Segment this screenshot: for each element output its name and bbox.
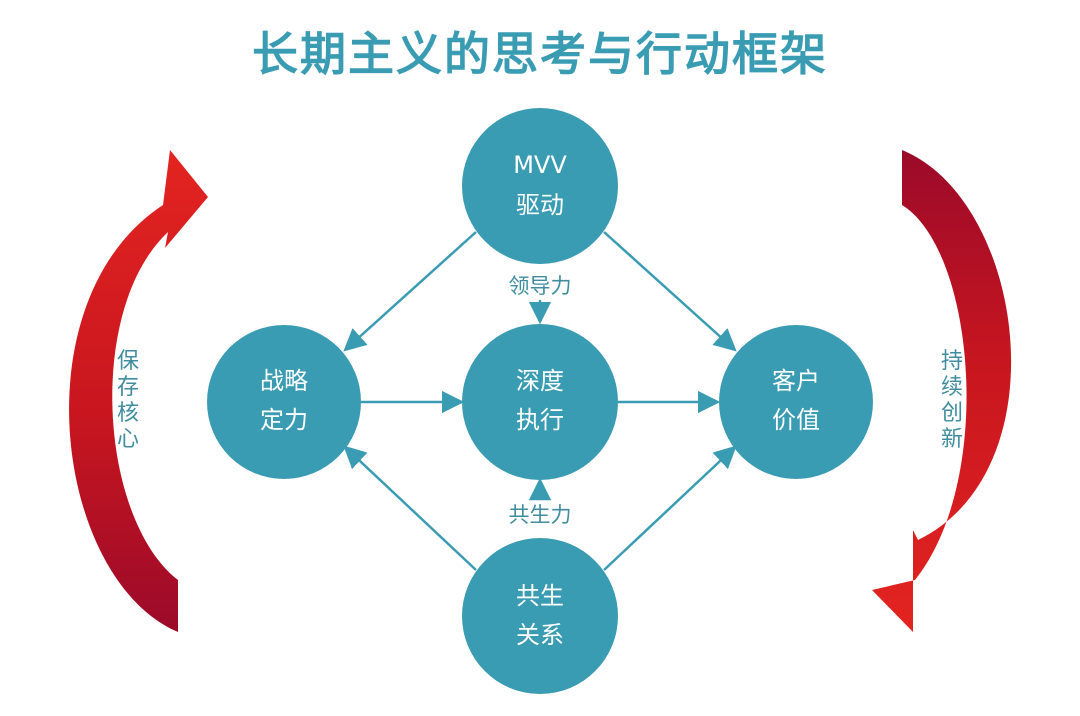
leadership-label: 领导力 [509, 274, 572, 298]
symbiosis-force-label: 共生力 [509, 503, 572, 527]
connectors [343, 231, 737, 571]
svg-text:深度: 深度 [516, 367, 564, 395]
svg-text:价值: 价值 [772, 406, 820, 434]
node-customer: 客户 价值 [719, 325, 873, 479]
node-execution: 深度 执行 [462, 324, 618, 480]
svg-text:续: 续 [941, 375, 963, 400]
left-side-label: 保 存 核 心 [117, 349, 139, 452]
right-side-label: 持 续 创 新 [941, 349, 963, 452]
arrow-mvv-to-customer [603, 231, 737, 352]
svg-text:客户: 客户 [772, 367, 820, 395]
svg-text:存: 存 [117, 375, 139, 400]
svg-text:执行: 执行 [516, 406, 564, 434]
arrow-symbiosis-to-customer [603, 445, 737, 571]
svg-text:关系: 关系 [516, 621, 564, 649]
diagram-title: 长期主义的思考与行动框架 [252, 27, 828, 81]
left-cycle-arrow [69, 150, 208, 632]
node-strategy: 战略 定力 [207, 325, 361, 479]
svg-text:核: 核 [117, 401, 139, 426]
arrow-symbiosis-to-strategy [343, 445, 477, 571]
arrow-mvv-to-strategy [343, 231, 477, 352]
svg-text:创: 创 [941, 401, 963, 426]
svg-text:定力: 定力 [260, 406, 308, 434]
svg-text:共生: 共生 [516, 582, 564, 610]
svg-text:战略: 战略 [260, 367, 308, 395]
svg-text:驱动: 驱动 [516, 191, 564, 219]
svg-text:新: 新 [941, 427, 963, 452]
node-symbiosis: 共生 关系 [462, 538, 618, 694]
svg-text:持: 持 [941, 349, 963, 374]
svg-text:MVV: MVV [513, 151, 567, 179]
node-mvv: MVV 驱动 [462, 108, 618, 264]
svg-text:心: 心 [117, 427, 139, 452]
svg-text:保: 保 [117, 349, 139, 374]
right-cycle-arrow [872, 150, 1012, 632]
